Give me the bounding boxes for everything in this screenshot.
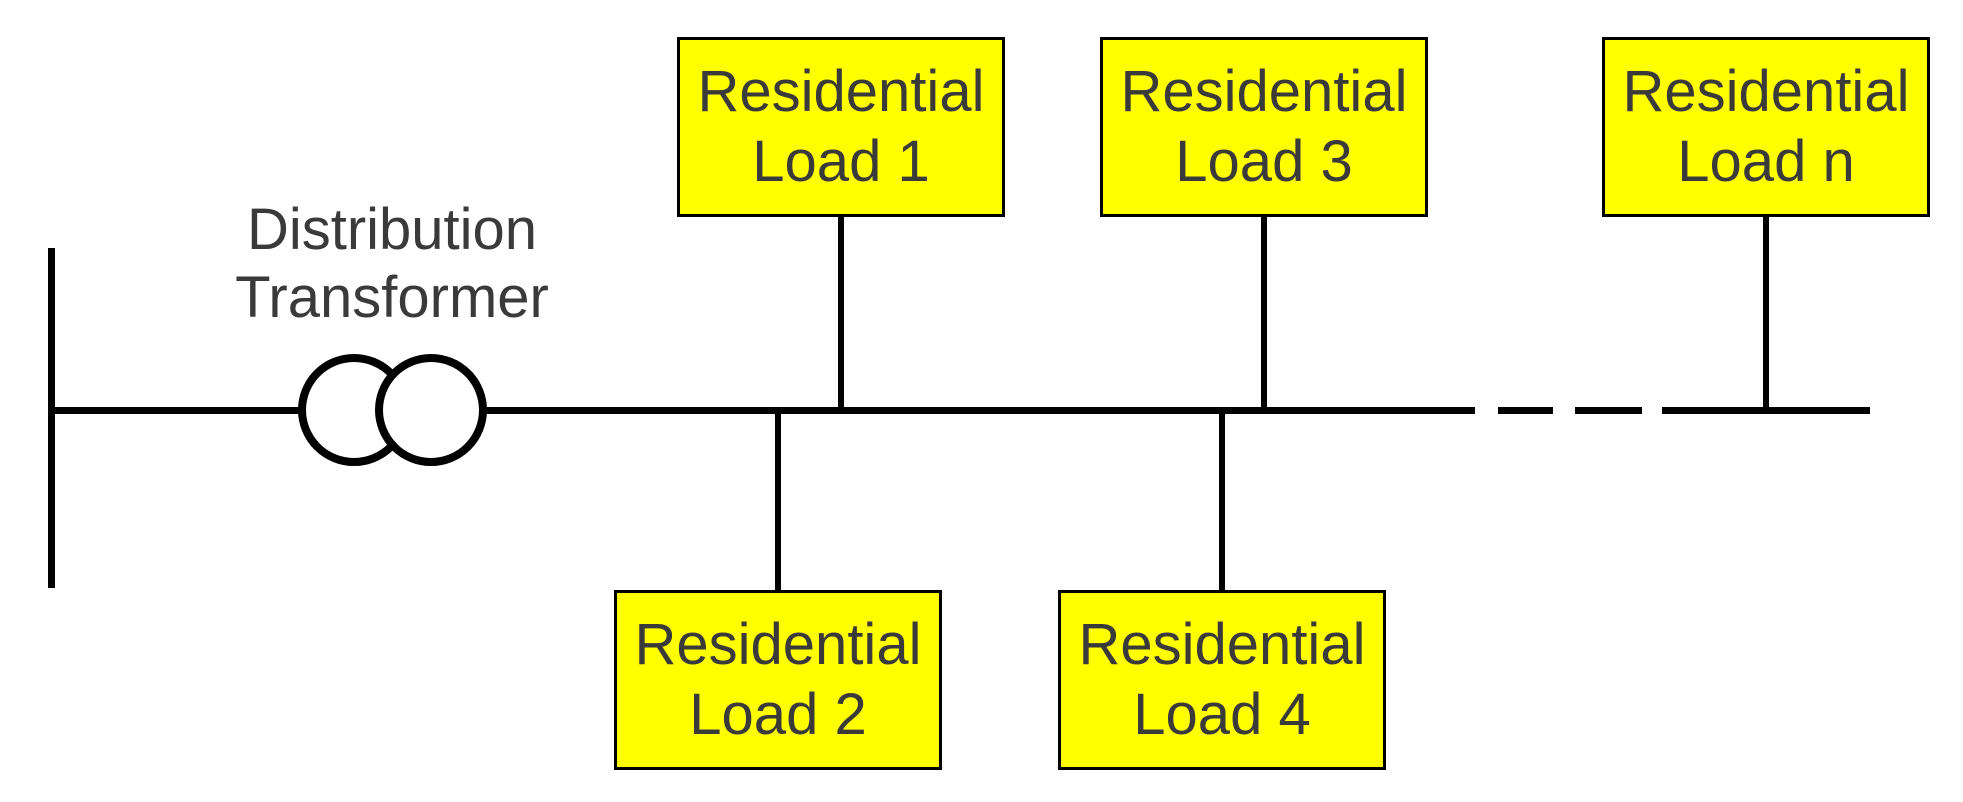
utility-bus-bar bbox=[48, 248, 55, 588]
residential-load-4-box: Residential Load 4 bbox=[1058, 590, 1386, 770]
feeder-line-main bbox=[48, 407, 1475, 414]
transformer-label: Distribution Transformer bbox=[235, 197, 549, 330]
tap-line-load-n bbox=[1763, 217, 1769, 414]
residential-load-1-box: Residential Load 1 bbox=[677, 37, 1005, 217]
feeder-line-continuation-dash bbox=[1498, 407, 1553, 414]
tap-line-load-4 bbox=[1219, 407, 1225, 591]
feeder-line-continuation-dash bbox=[1575, 407, 1642, 414]
transformer-secondary-winding-icon bbox=[375, 354, 487, 466]
tap-line-load-2 bbox=[775, 407, 781, 591]
residential-load-n-box: Residential Load n bbox=[1602, 37, 1930, 217]
residential-load-2-box: Residential Load 2 bbox=[614, 590, 942, 770]
tap-line-load-3 bbox=[1261, 217, 1267, 414]
residential-load-3-box: Residential Load 3 bbox=[1100, 37, 1428, 217]
tap-line-load-1 bbox=[838, 217, 844, 414]
